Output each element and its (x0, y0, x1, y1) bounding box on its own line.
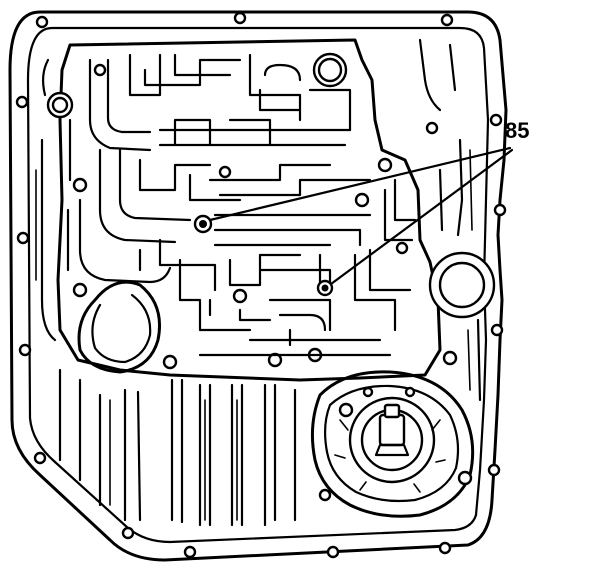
check-ball-lower-core (321, 284, 329, 292)
right-case-details (418, 38, 482, 402)
case-bolt-holes (15, 11, 507, 559)
valve-body-outline (56, 38, 442, 382)
lower-case-ribs (58, 368, 297, 527)
servo-assembly (310, 370, 475, 518)
leader-line-upper (208, 146, 512, 222)
check-ball-upper-core (199, 220, 207, 228)
valve-body-holes (46, 52, 458, 370)
left-outboard-passages (35, 58, 57, 342)
right-boss-inner (438, 261, 486, 309)
leader-line-lower (329, 148, 514, 286)
left-cavity-inner (91, 293, 152, 364)
callout-label-85: 85 (505, 118, 530, 143)
case-outer-outline (8, 10, 508, 562)
case-inner-outline (26, 26, 490, 544)
left-cavity (77, 280, 162, 374)
fluid-passages (66, 53, 417, 357)
